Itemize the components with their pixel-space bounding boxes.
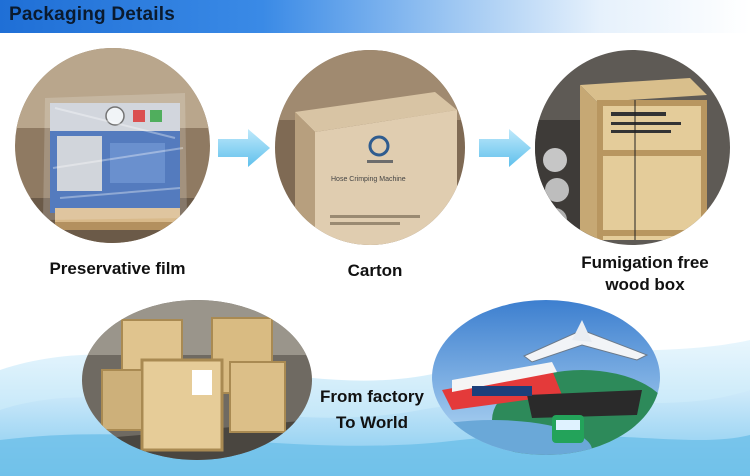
right-arrow-icon [479, 129, 531, 167]
shipping-caption-line2: To World [335, 413, 409, 432]
wood-box-image [535, 50, 730, 245]
wood-caption-line1: Fumigation free [581, 253, 709, 272]
right-arrow-icon [218, 129, 270, 167]
wood-caption-line2: wood box [605, 275, 685, 294]
header-bar: Packaging Details [0, 0, 750, 33]
carton-caption: Carton [347, 261, 403, 280]
page-title: Packaging Details [9, 4, 176, 25]
carton-print-text: Hose Crimping Machine [331, 176, 406, 183]
global-shipping-image [432, 300, 660, 455]
truck-loaded-boxes-image [82, 300, 312, 460]
carton-box-image: Hose Crimping Machine [275, 50, 465, 245]
film-caption: Preservative film [49, 259, 186, 278]
film-wrapped-machine-image [15, 48, 210, 243]
shipping-caption-line1: From factory [320, 387, 424, 406]
